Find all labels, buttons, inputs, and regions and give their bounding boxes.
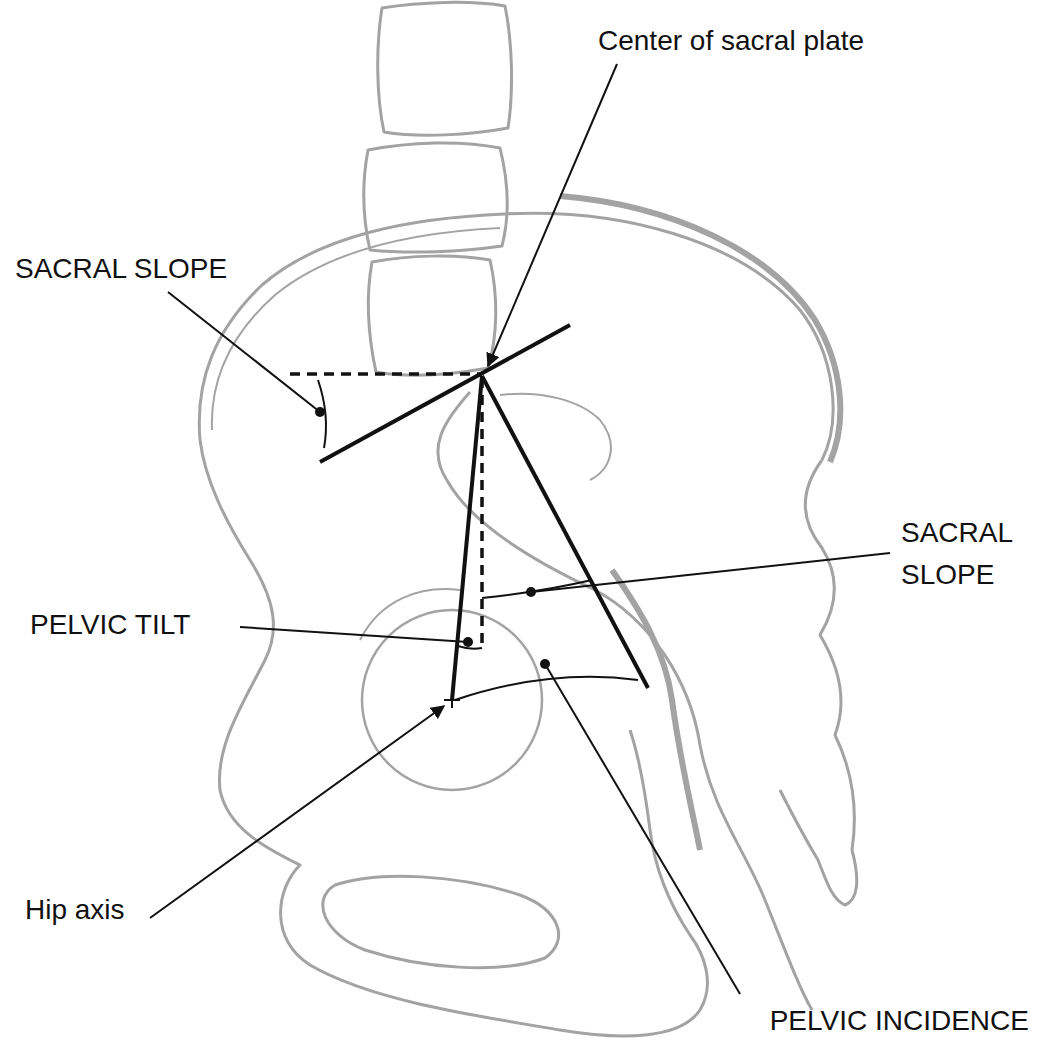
leader-arrow [488,64,617,366]
leader-dots [315,407,550,669]
leader-line [168,292,320,412]
part-label: SACRAL SLOPE [15,252,227,286]
obturator-foramen [323,876,559,967]
angle-arc [455,677,638,700]
hip-to-plate-line [452,376,482,700]
sacrum-anterior [438,392,812,1010]
vertical-reference [480,378,484,650]
leader-arrow [150,706,444,918]
vertebra [378,2,512,135]
leader-line [531,553,890,592]
leader-dot [315,407,325,417]
part-label: Hip axis [25,893,125,927]
sacrum-posterior [780,460,857,905]
leader-line [545,664,740,994]
part-label: PELVIC INCIDENCE [770,1004,1029,1038]
leader-line [240,627,468,642]
hip-axis-cross [451,692,453,708]
acetabulum-rim [360,589,460,640]
pelvis-outline [200,440,707,1036]
iliac-crest-inner [212,228,500,430]
bone-outlines [199,2,856,1036]
part-label: Center of sacral plate [598,24,864,58]
part-label: SACRAL SLOPE [901,512,1031,596]
part-label: PELVIC TILT [30,608,190,642]
horizontal-reference [290,372,482,376]
leader-dot [463,637,473,647]
sacrum-edge [612,570,700,850]
sacral-plate-line [320,325,570,462]
angle-arc [482,580,592,598]
measurement-lines [150,64,890,994]
plate-perpendicular [482,376,648,688]
vertebra [369,256,496,375]
leader-dot [526,587,536,597]
leader-dot [540,659,550,669]
vertebra [364,143,507,252]
